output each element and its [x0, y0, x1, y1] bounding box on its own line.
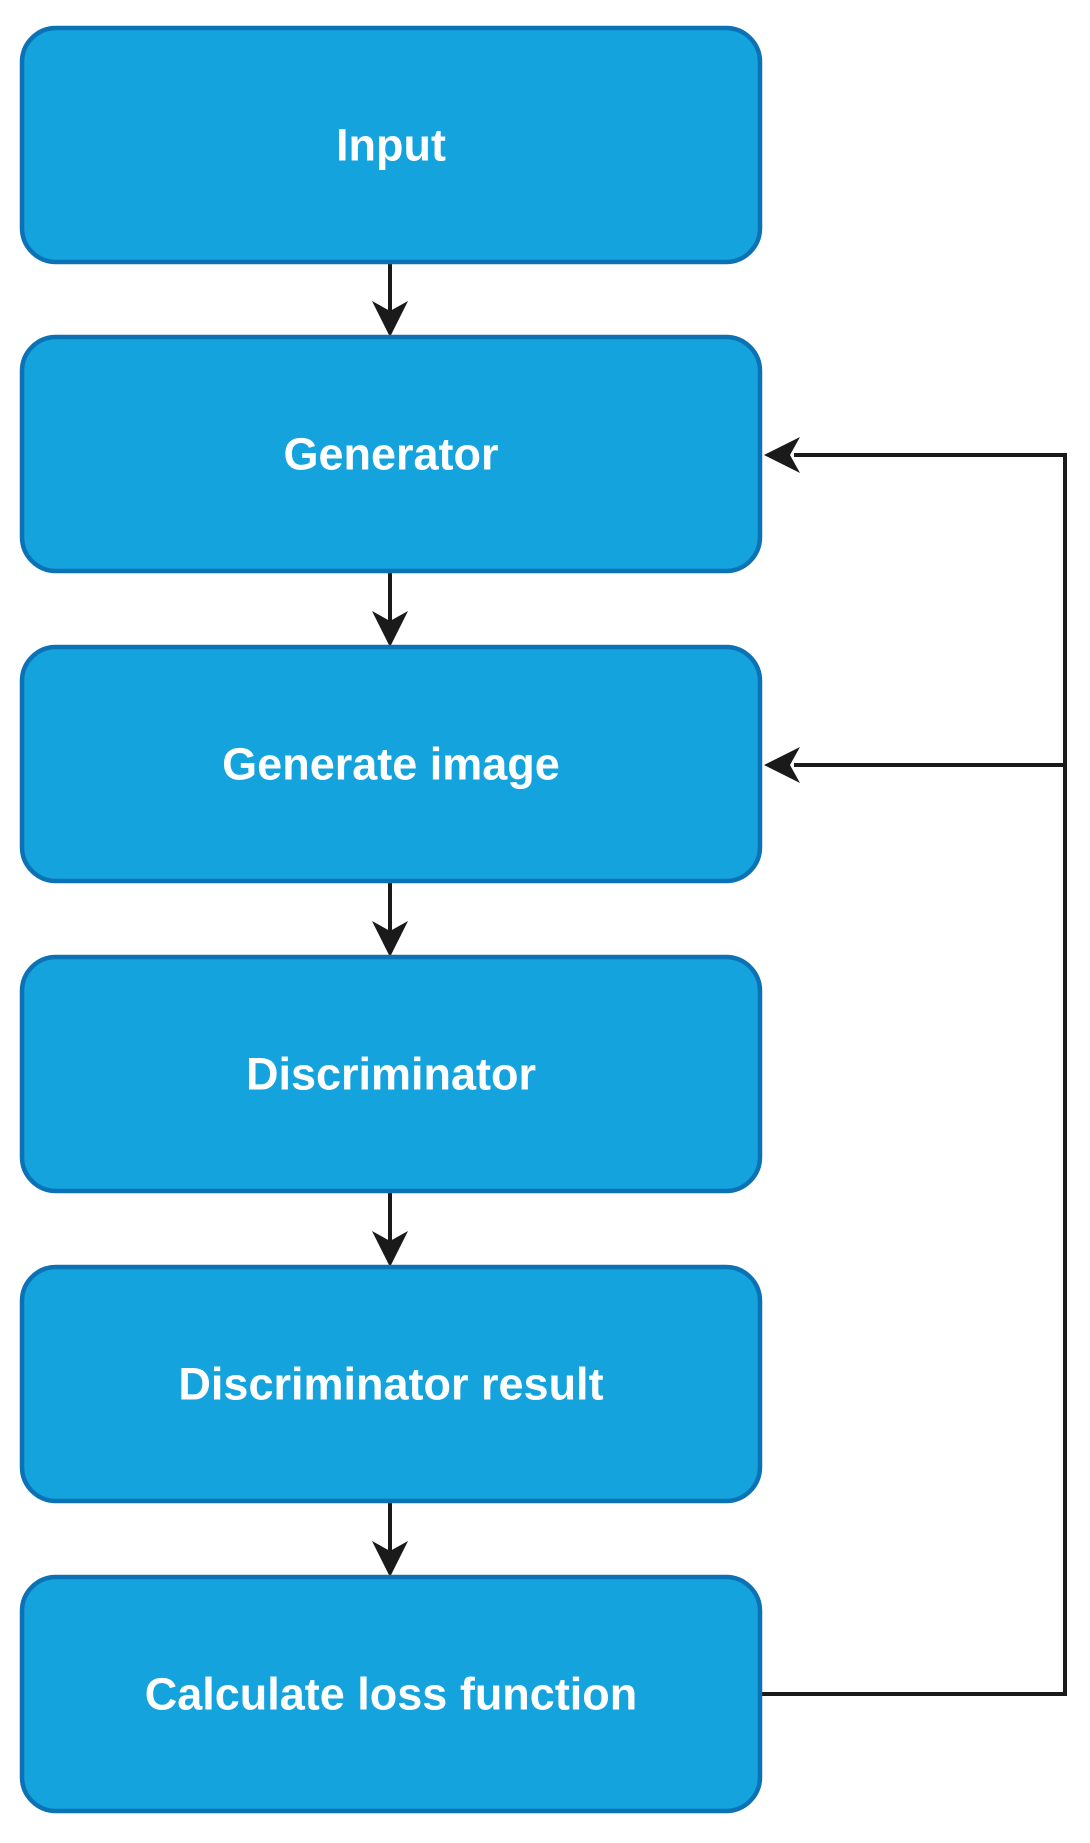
node-input: Input — [19, 25, 763, 265]
arrowhead-into-generator-top — [372, 301, 408, 337]
node-discriminator-result: Discriminator result — [19, 1264, 763, 1504]
node-generate-image: Generate image — [19, 644, 763, 884]
arrowhead-into-calculate-loss-top — [372, 1541, 408, 1577]
node-generator: Generator — [19, 334, 763, 574]
node-generator-label: Generator — [283, 429, 498, 480]
node-input-label: Input — [336, 120, 446, 171]
node-generate-image-box — [19, 644, 763, 884]
node-generator-box — [19, 334, 763, 574]
node-calculate-loss-function: Calculate loss function — [19, 1574, 763, 1814]
edge-feedback-loss-to-generator — [760, 453, 1067, 1696]
arrowhead-into-generate-image-top — [372, 611, 408, 647]
node-calculate-loss-function-box — [19, 1574, 763, 1814]
node-calculate-loss-function-label: Calculate loss function — [145, 1669, 638, 1720]
arrowhead-feedback-into-generate-image-right — [764, 747, 800, 783]
node-discriminator-result-label: Discriminator result — [178, 1359, 603, 1410]
node-input-box — [19, 25, 763, 265]
arrowhead-into-discriminator-top — [372, 921, 408, 957]
node-discriminator-box — [19, 954, 763, 1194]
node-discriminator: Discriminator — [19, 954, 763, 1194]
arrowhead-feedback-into-generator-right — [764, 437, 800, 473]
node-discriminator-result-box — [19, 1264, 763, 1504]
node-discriminator-label: Discriminator — [246, 1049, 536, 1100]
arrowhead-into-discriminator-result-top — [372, 1231, 408, 1267]
node-generate-image-label: Generate image — [222, 739, 560, 790]
